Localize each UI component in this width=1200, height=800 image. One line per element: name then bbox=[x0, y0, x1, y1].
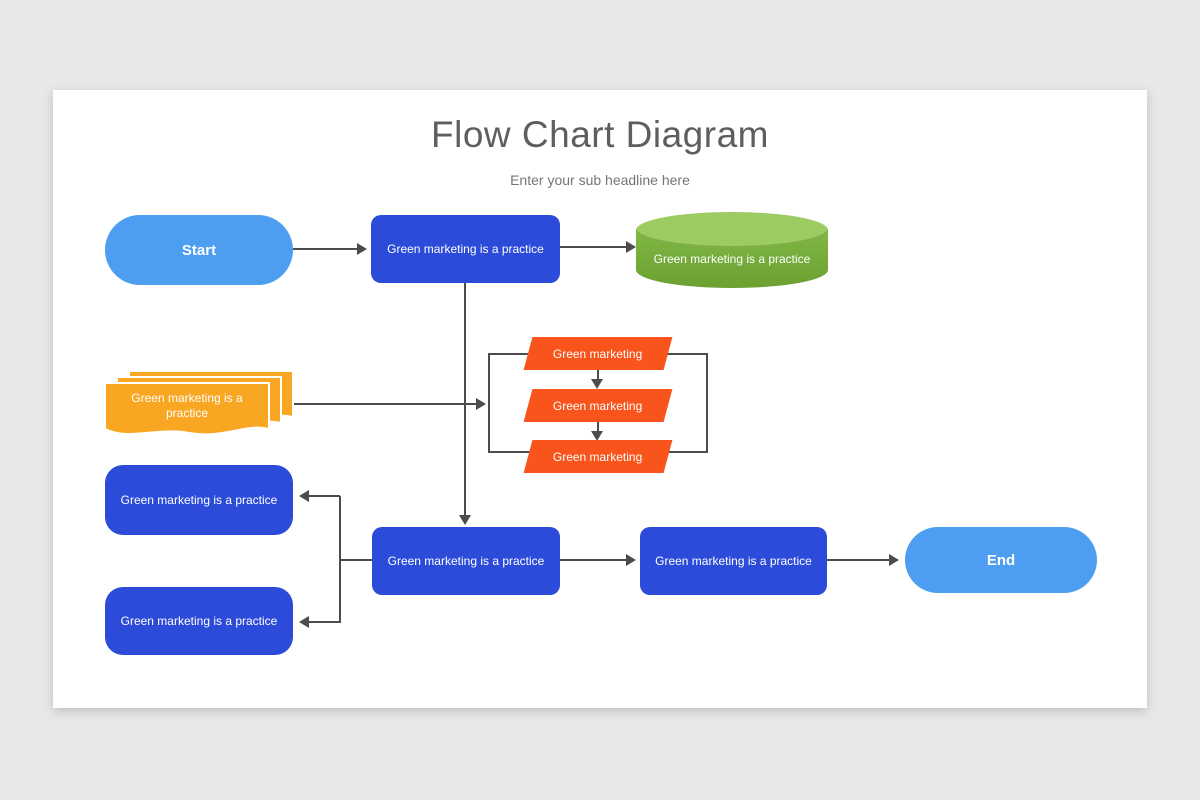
process-node-2-label: Green marketing is a practice bbox=[387, 554, 545, 568]
document-layer-front bbox=[105, 382, 270, 436]
arrowhead-left-icon bbox=[299, 490, 309, 502]
connector-process2-to-process3 bbox=[560, 559, 626, 561]
arrowhead-right-icon bbox=[626, 554, 636, 566]
connector-process3-to-end bbox=[827, 559, 889, 561]
arrowhead-down-icon bbox=[459, 515, 471, 525]
start-node[interactable]: Start bbox=[105, 215, 293, 285]
parallelogram-node-1-label: Green marketing bbox=[553, 346, 643, 361]
branch-node-top[interactable]: Green marketing is a practice bbox=[105, 465, 293, 535]
end-label: End bbox=[986, 551, 1016, 569]
connector-list1-to-list2 bbox=[597, 370, 599, 380]
arrowhead-right-icon bbox=[889, 554, 899, 566]
documents-label: Green marketing is a practice bbox=[131, 391, 243, 420]
connector-documents-to-loop bbox=[294, 403, 476, 405]
branch-node-bottom[interactable]: Green marketing is a practice bbox=[105, 587, 293, 655]
parallelogram-node-3[interactable]: Green marketing bbox=[523, 440, 673, 473]
database-label: Green marketing is a practice bbox=[653, 252, 811, 266]
process-node-1-label: Green marketing is a practice bbox=[387, 242, 544, 256]
parallelogram-node-2[interactable]: Green marketing bbox=[523, 389, 673, 422]
branch-arm-bottom-line bbox=[309, 621, 340, 623]
slide-title: Flow Chart Diagram bbox=[431, 114, 769, 155]
branch-rail-line bbox=[339, 496, 341, 623]
end-node[interactable]: End bbox=[905, 527, 1097, 593]
parallelogram-node-1[interactable]: Green marketing bbox=[523, 337, 673, 370]
connector-process1-to-process2 bbox=[464, 283, 466, 516]
parallelogram-node-2-label: Green marketing bbox=[553, 398, 643, 413]
cylinder-top-ellipse bbox=[636, 212, 828, 248]
arrowhead-right-icon bbox=[357, 243, 367, 255]
branch-node-bottom-label: Green marketing is a practice bbox=[120, 614, 278, 628]
connector-start-to-process1 bbox=[293, 248, 358, 250]
multi-document-node[interactable] bbox=[105, 371, 293, 453]
process-node-3[interactable]: Green marketing is a practice bbox=[640, 527, 827, 595]
start-label: Start bbox=[181, 241, 217, 259]
slide-subtitle: Enter your sub headline here bbox=[510, 172, 690, 188]
arrowhead-left-icon bbox=[299, 616, 309, 628]
connector-list2-to-list3 bbox=[597, 422, 599, 432]
arrowhead-right-icon bbox=[626, 241, 636, 253]
branch-node-top-label: Green marketing is a practice bbox=[120, 493, 278, 507]
process-node-2[interactable]: Green marketing is a practice bbox=[372, 527, 560, 595]
arrowhead-down-icon bbox=[591, 379, 603, 389]
connector-process1-to-database bbox=[560, 246, 626, 248]
parallelogram-node-3-label: Green marketing bbox=[553, 449, 643, 464]
arrowhead-right-icon bbox=[476, 398, 486, 410]
process-node-3-label: Green marketing is a practice bbox=[655, 554, 812, 568]
branch-arm-top-line bbox=[309, 495, 340, 497]
database-cylinder-node[interactable]: Green marketing is a practice bbox=[636, 212, 828, 288]
branch-stub-line bbox=[340, 559, 372, 561]
arrowhead-down-icon bbox=[591, 431, 603, 441]
process-node-1[interactable]: Green marketing is a practice bbox=[371, 215, 560, 283]
